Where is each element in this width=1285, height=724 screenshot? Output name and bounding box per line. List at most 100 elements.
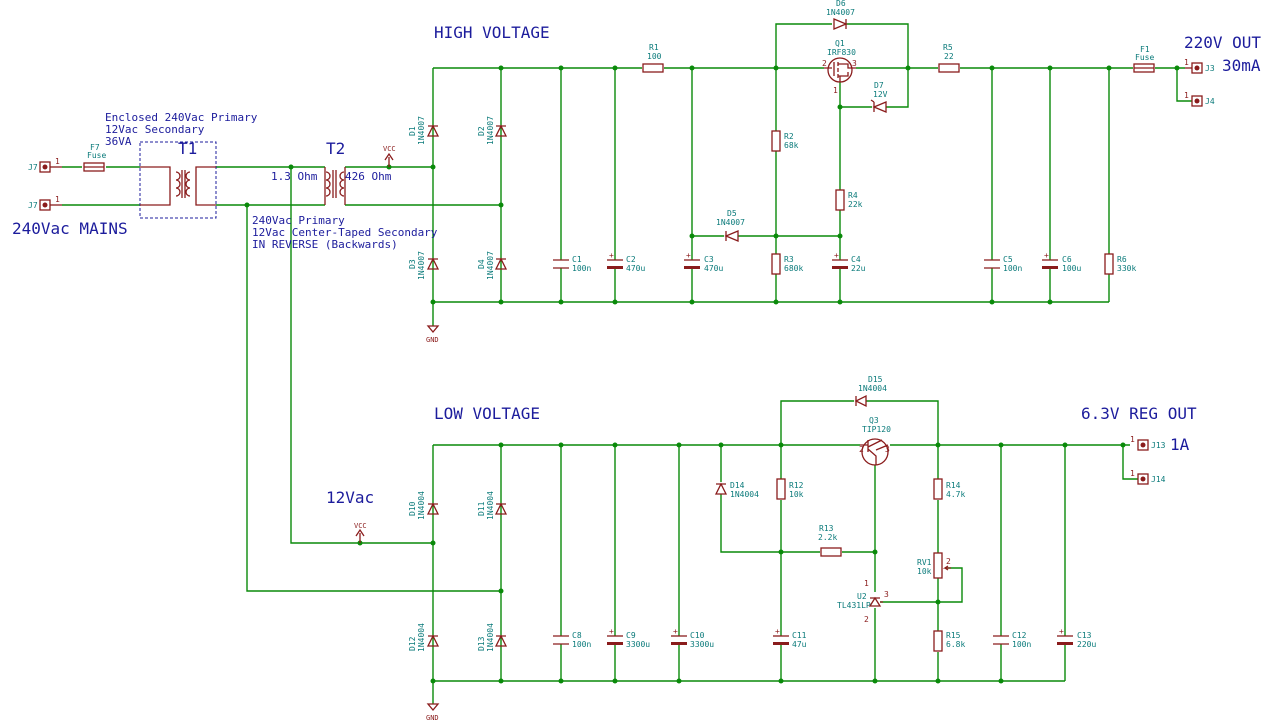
svg-text:100: 100 [647,52,662,61]
fuse-f7: F7 Fuse [83,143,106,172]
t1-note-line2: 12Vac Secondary [105,123,205,136]
capacitor-c2: + [607,251,623,269]
diode-d4 [494,257,508,270]
svg-text:D5: D5 [727,209,737,218]
connector-j7-label: J7 [28,201,38,210]
svg-text:D12: D12 [408,636,417,651]
pin-label: 1 [1184,58,1189,67]
svg-text:1N4004: 1N4004 [858,384,887,393]
diode-d15 [854,394,867,408]
resistor-r6 [1104,253,1114,275]
pin-label: 1 [1184,91,1189,100]
svg-text:C9: C9 [626,631,636,640]
svg-text:3300u: 3300u [626,640,650,649]
t2-note-line1: 240Vac Primary [252,214,345,227]
t2-note-line2: 12Vac Center-Taped Secondary [252,226,438,239]
svg-text:3300u: 3300u [690,640,714,649]
svg-text:U2: U2 [857,592,867,601]
svg-text:Q1: Q1 [835,39,845,48]
svg-text:R5: R5 [943,43,953,52]
diode-d6 [833,18,848,30]
svg-text:R13: R13 [819,524,834,533]
t1-note-line3: 36VA [105,135,132,148]
shunt-regulator-u2: 1 3 2 [864,579,889,624]
svg-text:+: + [1044,251,1049,260]
svg-text:1: 1 [864,579,869,588]
svg-text:D6: D6 [836,0,846,8]
resistor-r2 [771,130,781,152]
svg-text:D15: D15 [868,375,883,384]
connector-j14: J14 1 [1130,469,1166,485]
svg-text:2: 2 [864,615,869,624]
svg-text:680k: 680k [784,264,803,273]
t1-label: T1 [178,139,197,158]
resistor-r14 [933,478,943,500]
svg-text:D4: D4 [477,259,486,269]
svg-text:10k: 10k [789,490,804,499]
svg-text:47u: 47u [792,640,807,649]
svg-text:+: + [686,251,691,260]
svg-text:+: + [609,251,614,260]
svg-text:D13: D13 [477,636,486,651]
transistor-q3: 2 3 [859,438,890,466]
svg-text:D3: D3 [408,259,417,269]
svg-text:R1: R1 [649,43,659,52]
resistor-r13 [820,547,842,557]
diode-d5 [724,230,739,242]
wires [62,23,1192,704]
pin-label: 1 [1130,435,1135,444]
capacitor-c3: + [684,251,700,269]
svg-text:68k: 68k [784,141,799,150]
svg-text:C1: C1 [572,255,582,264]
svg-text:D14: D14 [730,481,745,490]
svg-text:2.2k: 2.2k [818,533,837,542]
svg-text:1N4004: 1N4004 [486,623,495,652]
connector-j3: J3 1 [1184,58,1215,74]
svg-text:F1: F1 [1140,45,1150,54]
connector-j7-bottom: J7 1 [28,195,62,211]
output-63v-label: 6.3V REG OUT [1081,404,1197,423]
capacitor-c1 [553,259,569,269]
svg-text:470u: 470u [626,264,645,273]
resistor-r5 [938,63,960,73]
svg-text:D1: D1 [408,126,417,136]
svg-text:100n: 100n [572,640,591,649]
svg-text:1N4004: 1N4004 [730,490,759,499]
svg-text:C6: C6 [1062,255,1072,264]
svg-text:100u: 100u [1062,264,1081,273]
t2-label: T2 [326,139,345,158]
svg-text:R4: R4 [848,191,858,200]
svg-text:C8: C8 [572,631,582,640]
svg-text:22u: 22u [851,264,866,273]
svg-text:D2: D2 [477,126,486,136]
svg-text:C11: C11 [792,631,807,640]
svg-text:C2: C2 [626,255,636,264]
capacitor-c11: + [773,627,789,645]
svg-text:R2: R2 [784,132,794,141]
svg-text:220u: 220u [1077,640,1096,649]
svg-text:D10: D10 [408,501,417,516]
connector-j13-label: J13 [1151,441,1166,450]
svg-text:1: 1 [833,86,838,95]
fuse-f1: F1 Fuse [1133,45,1155,73]
capacitor-c5 [984,259,1000,269]
pin-label: 1 [55,157,60,166]
svg-text:470u: 470u [704,264,723,273]
svg-text:100n: 100n [1003,264,1022,273]
connector-j14-label: J14 [1151,475,1166,484]
svg-text:RV1: RV1 [917,558,932,567]
diode-d12 [426,634,440,647]
mains-label: 240Vac MAINS [12,219,128,238]
gnd-symbol-lv: GND [426,703,440,722]
svg-text:100n: 100n [1012,640,1031,649]
svg-text:R6: R6 [1117,255,1127,264]
svg-text:TL431LP: TL431LP [837,601,871,610]
svg-text:+: + [673,627,678,636]
svg-text:100n: 100n [572,264,591,273]
svg-text:330k: 330k [1117,264,1136,273]
svg-text:VCC: VCC [383,145,396,153]
svg-text:1N4004: 1N4004 [417,623,426,652]
svg-text:3: 3 [885,445,890,454]
svg-text:C13: C13 [1077,631,1092,640]
svg-text:C5: C5 [1003,255,1013,264]
